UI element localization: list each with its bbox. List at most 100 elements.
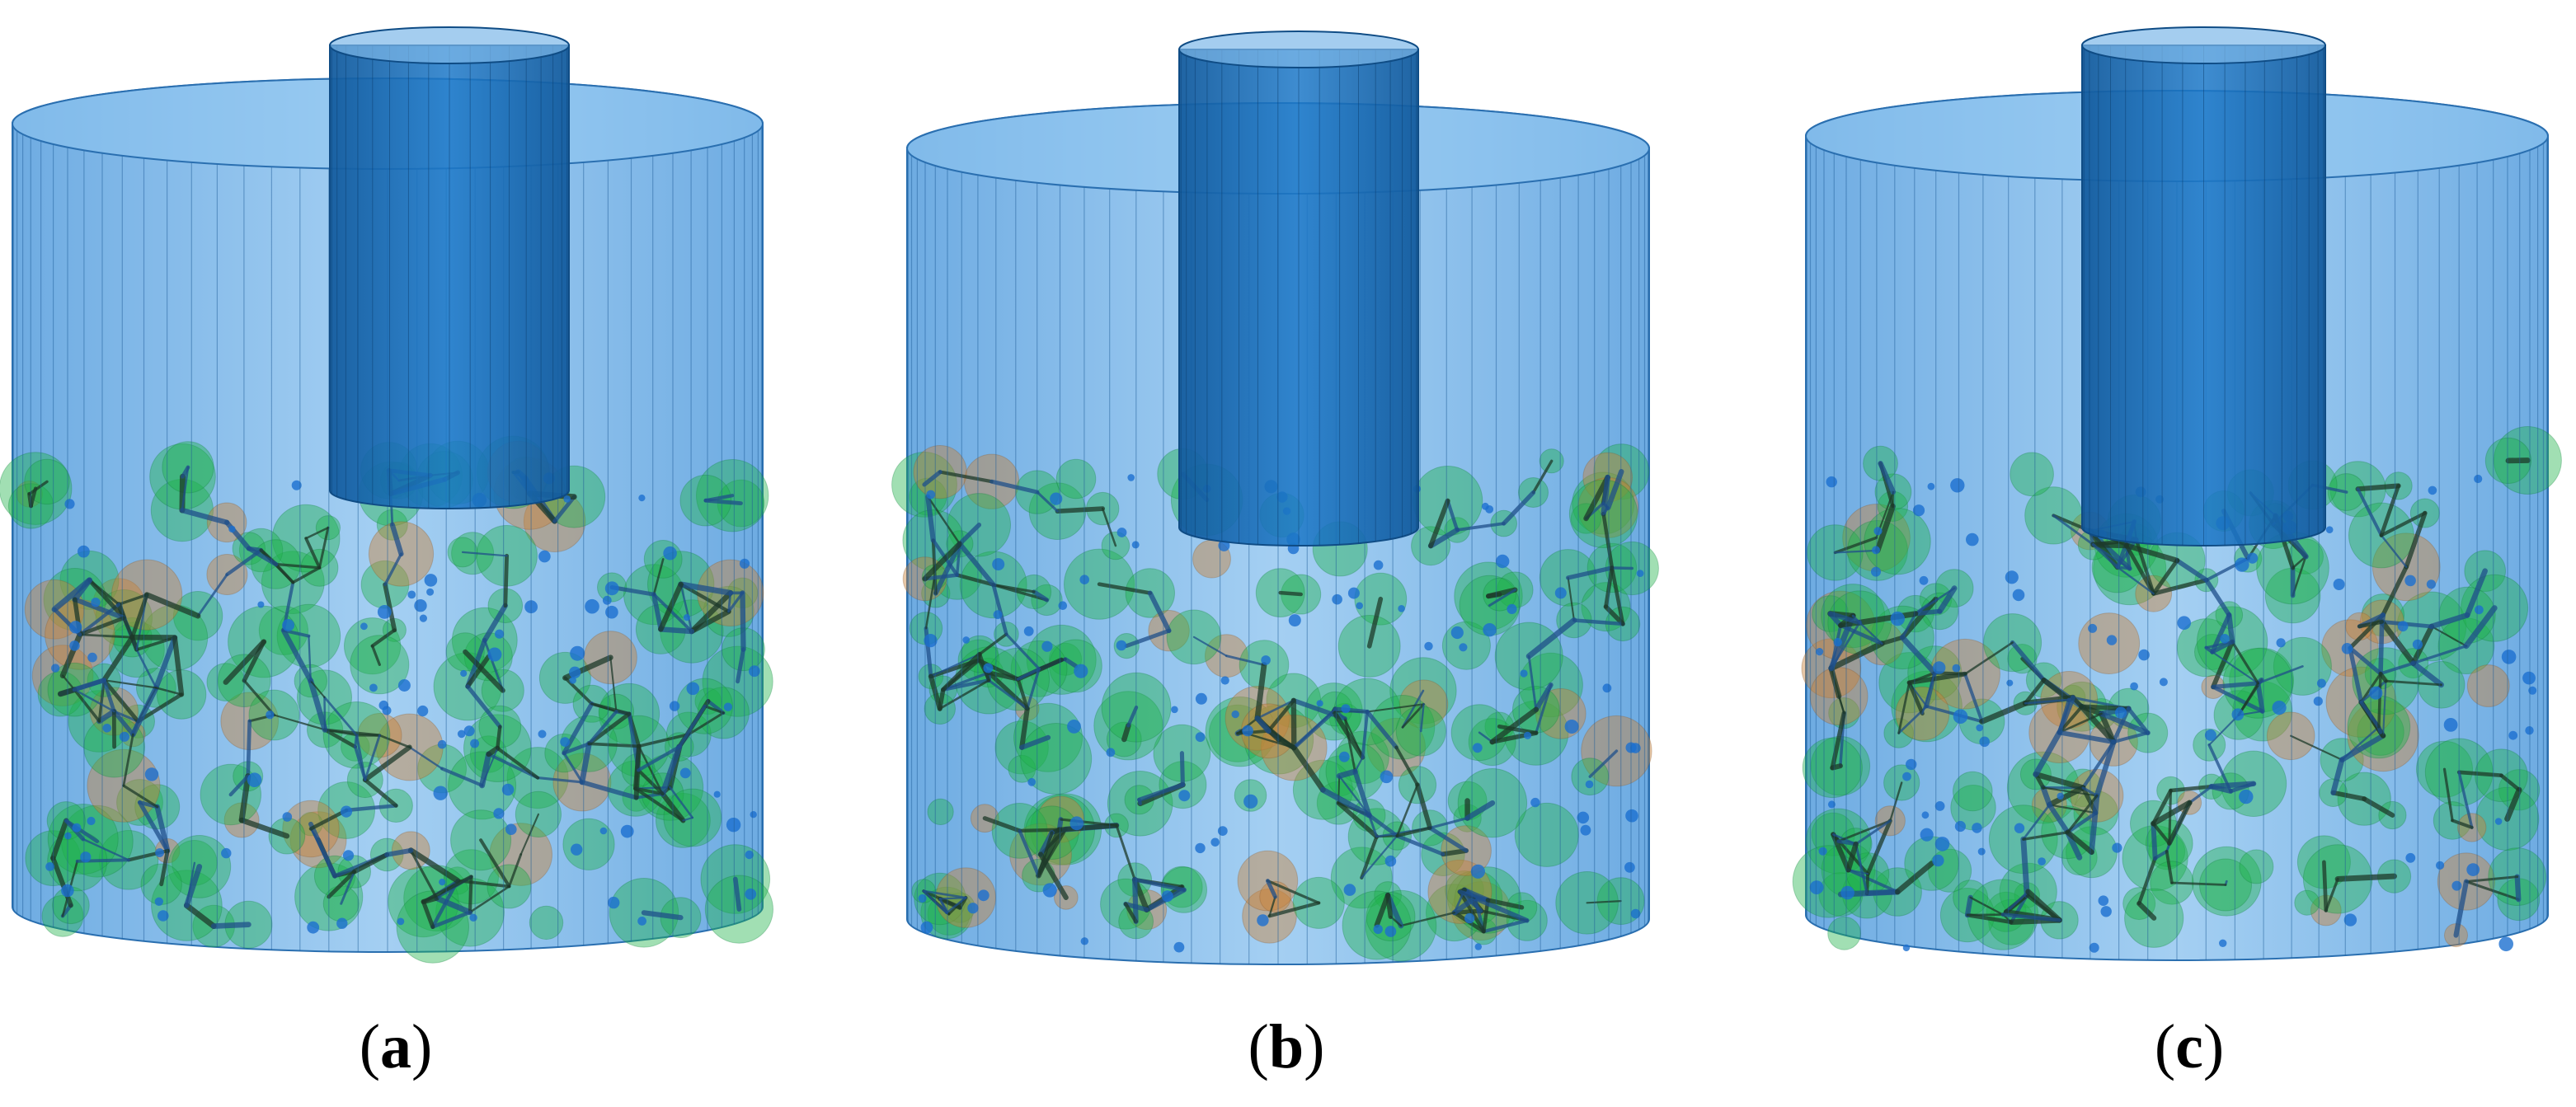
bond [479,838,511,889]
node [2177,616,2191,630]
node [1079,575,1089,584]
node [602,595,612,605]
node [2100,906,2112,917]
bond [1256,699,1295,720]
bond [1830,711,1847,771]
bond [1485,898,1525,910]
bond [587,710,618,746]
bond [1331,709,1366,760]
particle [1514,802,1579,867]
bond [370,645,381,666]
bond [1338,775,1370,817]
bond [1482,918,1529,934]
bond [669,786,694,819]
bond [1878,461,1897,495]
bond [370,628,397,648]
bond [2023,678,2047,706]
bond [2040,785,2052,808]
node [2343,913,2357,926]
bond [238,817,290,839]
bond [2359,672,2382,704]
bond-network [1827,457,2531,938]
bond [1333,706,1370,715]
bond [27,480,49,495]
node [1932,854,1944,867]
bond [1121,723,1131,743]
bond [2381,565,2409,617]
node [1356,602,1363,610]
bond [925,494,936,543]
bond [1097,582,1153,595]
node [2106,635,2118,645]
bond [1415,782,1433,831]
node [723,702,733,711]
bond [421,899,435,930]
bond [2404,510,2428,570]
bond [434,895,473,916]
bond [2380,534,2408,568]
bond [78,603,121,636]
bond [1497,725,1539,735]
bond [579,740,592,786]
bond [1831,832,1851,873]
bond [323,696,358,737]
bond [465,654,491,689]
bond [78,633,134,639]
particle [1864,508,1931,575]
bond [461,551,508,557]
node [2159,678,2168,687]
bond [455,879,511,889]
bond [2465,880,2520,901]
bond [2340,725,2381,761]
node [144,767,159,781]
node [340,805,353,818]
node [2057,792,2064,800]
bond [1458,889,1486,934]
node [307,921,320,934]
bond [2116,565,2155,595]
vessel-render-b [891,30,1659,965]
bond [2065,829,2094,856]
bond [1836,839,1858,847]
bond [1838,623,1884,646]
bond [2208,714,2240,746]
bond [633,786,685,823]
node [2428,485,2437,495]
node [1481,502,1489,510]
bond [87,578,126,621]
bond [2377,672,2382,729]
node [1630,908,1641,919]
bond [1906,671,1967,686]
node [487,647,502,662]
node [80,851,92,863]
node [1341,704,1351,714]
node [1069,816,1084,831]
bond [1399,911,1456,927]
bond [154,804,171,854]
node [1178,790,1191,802]
bond [247,546,279,567]
particle [1953,771,1993,812]
node [2112,842,2122,853]
bond [679,583,693,633]
bond [1921,672,1936,715]
node [397,917,405,926]
node [2006,679,2014,687]
bond [955,542,961,577]
bond [660,790,686,823]
bond [2379,619,2417,666]
bond [184,864,203,908]
bond [2089,792,2100,856]
node [2316,678,2326,688]
bond [122,784,159,809]
bond [1525,617,1577,659]
bond [928,673,942,711]
node [726,818,741,833]
bond [327,870,357,899]
node [1080,937,1088,945]
bond [1894,861,1934,895]
bond [117,593,148,606]
bond [179,507,230,525]
node [91,598,101,607]
bond [2024,698,2071,705]
